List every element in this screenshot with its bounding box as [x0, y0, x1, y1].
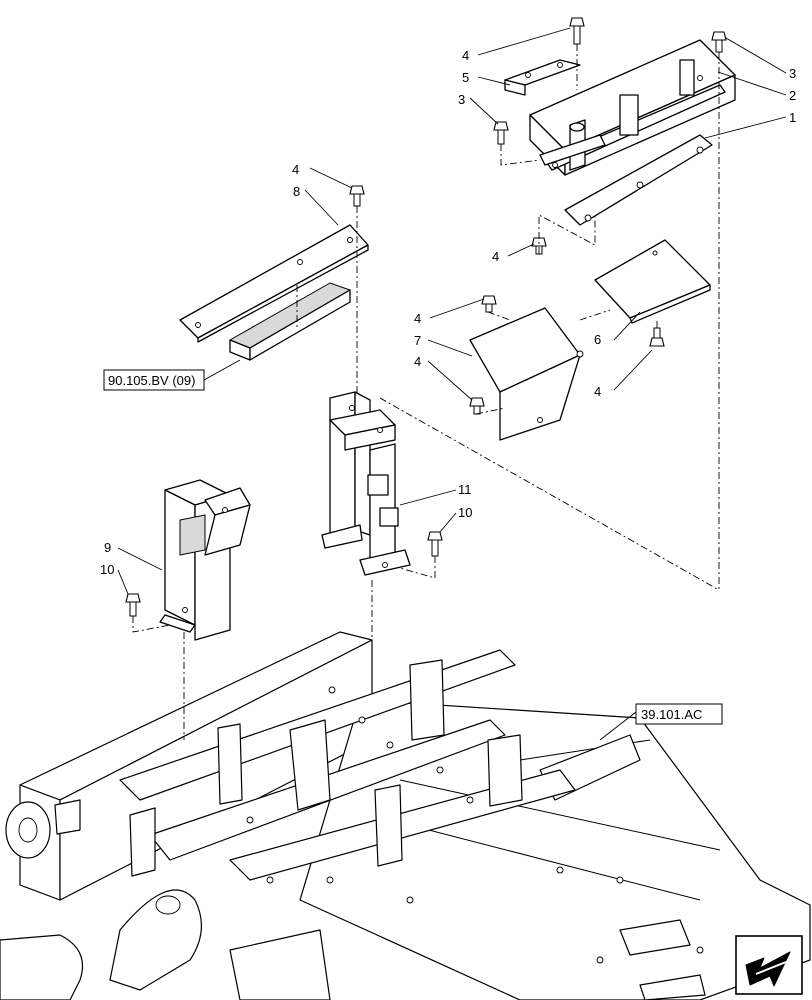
callout-5: 5 — [462, 70, 469, 85]
leader-lines — [117, 27, 787, 741]
callout-4: 4 — [492, 249, 499, 264]
bolt-icon — [469, 397, 485, 415]
navigate-button[interactable] — [735, 935, 803, 995]
callout-9: 9 — [104, 540, 111, 555]
callout-4: 4 — [414, 354, 421, 369]
cover-plate-6 — [594, 239, 711, 347]
alignment-lines — [132, 44, 720, 740]
callout-3: 3 — [458, 92, 465, 107]
bracket-assembly-11 — [321, 391, 443, 576]
callout-11: 11 — [458, 482, 472, 497]
bracket-assembly-9 — [125, 479, 251, 641]
callout-2: 2 — [789, 88, 796, 103]
cover-plate-7 — [469, 295, 584, 441]
callout-1: 1 — [789, 110, 796, 125]
bolt-icon — [427, 531, 443, 557]
callout-7: 7 — [414, 333, 421, 348]
callout-10: 10 — [100, 562, 114, 577]
bolt-icon — [125, 593, 141, 617]
reference-link-90-105[interactable]: 90.105.BV (09) — [103, 369, 205, 391]
bolt-icon — [649, 327, 665, 347]
reference-label: 90.105.BV (09) — [108, 373, 195, 388]
callout-4: 4 — [414, 311, 421, 326]
chassis-frame — [0, 631, 811, 1000]
callout-4: 4 — [594, 384, 601, 399]
reference-link-39-101[interactable]: 39.101.AC — [635, 703, 723, 725]
bolt-icon — [481, 295, 497, 313]
callout-8: 8 — [293, 184, 300, 199]
callout-4: 4 — [292, 162, 299, 177]
callout-10: 10 — [458, 505, 472, 520]
bolt-icon — [711, 31, 727, 53]
support-plate-8 — [179, 185, 369, 361]
bolt-icon — [493, 121, 509, 145]
arrow-icon — [745, 951, 791, 987]
callout-4: 4 — [462, 48, 469, 63]
callout-labels: 4 5 3 3 2 1 4 8 4 4 7 4 6 4 11 10 9 10 — [100, 48, 796, 577]
bolt-icon — [569, 17, 585, 45]
reference-label: 39.101.AC — [641, 707, 702, 722]
callout-3: 3 — [789, 66, 796, 81]
upper-bracket-assembly — [493, 17, 736, 255]
bolt-icon — [349, 185, 365, 207]
callout-6: 6 — [594, 332, 601, 347]
